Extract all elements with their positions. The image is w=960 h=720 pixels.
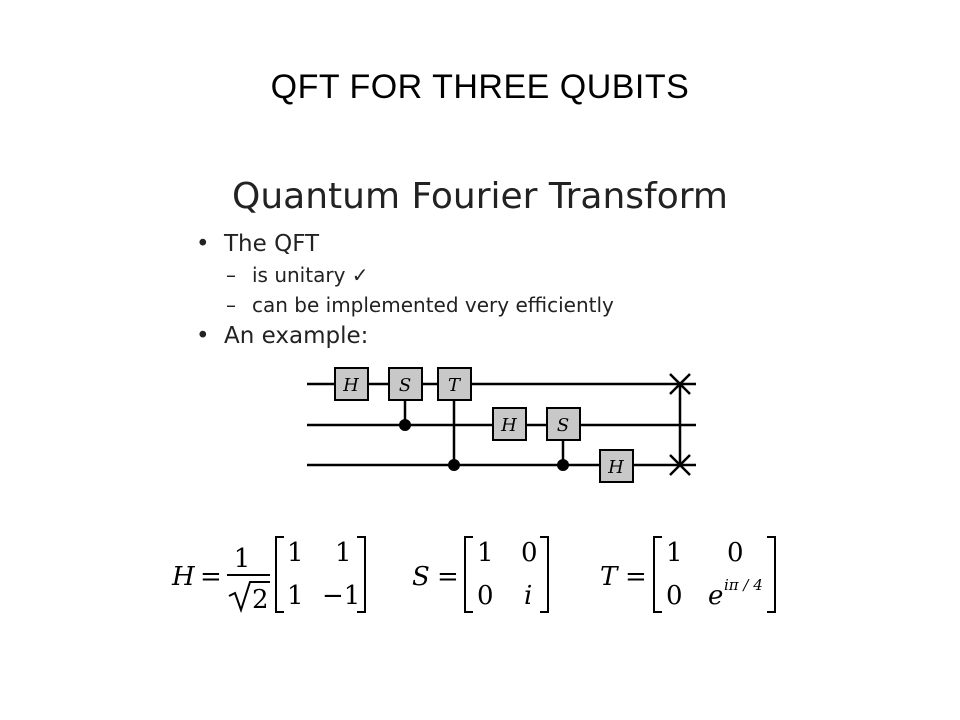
- bullet-text: An example:: [224, 323, 369, 349]
- sub-bullet-item: – is unitary ✓: [196, 260, 614, 290]
- s-cell: i: [524, 581, 532, 611]
- content-heading: Quantum Fourier Transform: [231, 176, 728, 217]
- gate-label: H: [500, 415, 517, 436]
- h-cell: 1: [287, 538, 304, 568]
- t-cell: e: [708, 581, 723, 611]
- control-dot: [399, 419, 411, 431]
- t-cell: 0: [727, 538, 744, 568]
- h-frac-denominator: 2: [252, 585, 269, 615]
- sqrt-symbol-icon: [228, 581, 270, 614]
- dash-icon: –: [226, 293, 236, 317]
- h-frac-numerator: 1: [234, 544, 251, 574]
- t-equals: =: [625, 562, 647, 592]
- gate-label: T: [448, 375, 462, 396]
- gate-label: S: [557, 415, 569, 436]
- t-matrix-label: T: [600, 562, 619, 592]
- gate-s2: [546, 407, 581, 441]
- gate-h3: [599, 449, 634, 483]
- h-bracket-left: [275, 536, 284, 613]
- h-cell: 1: [287, 581, 304, 611]
- s-matrix-label: S: [412, 562, 430, 592]
- t-exponent: iπ / 4: [724, 576, 763, 594]
- control-dot: [448, 459, 460, 471]
- sub-bullet-item: – can be implemented very efficiently: [196, 290, 614, 320]
- control-dot: [557, 459, 569, 471]
- sub-bullet-text: can be implemented very efficiently: [252, 293, 614, 317]
- t-bracket-right: [767, 536, 776, 613]
- bullet-dot-icon: •: [196, 323, 210, 349]
- s-cell: 0: [521, 538, 538, 568]
- bullet-list: • The QFT – is unitary ✓ – can be implem…: [196, 228, 614, 352]
- gate-t1: [437, 367, 472, 401]
- slide-title: QFT FOR THREE QUBITS: [270, 68, 690, 106]
- t-bracket-left: [653, 536, 662, 613]
- gate-s1: [388, 367, 423, 401]
- s-equals: =: [437, 562, 459, 592]
- h-equals: =: [200, 562, 222, 592]
- dash-icon: –: [226, 263, 236, 287]
- h-cell: 1: [335, 538, 352, 568]
- bullet-item: • The QFT: [196, 228, 614, 260]
- swap-cross: [669, 454, 691, 476]
- h-cell: −1: [322, 581, 360, 611]
- gate-label: S: [399, 375, 411, 396]
- gate-h2: [492, 407, 527, 441]
- gate-h1: [334, 367, 369, 401]
- gate-label: H: [342, 375, 359, 396]
- bullet-item: • An example:: [196, 320, 614, 352]
- bullet-dot-icon: •: [196, 231, 210, 257]
- s-cell: 0: [477, 581, 494, 611]
- h-matrix-label: H: [171, 562, 196, 592]
- sub-bullet-text: is unitary ✓: [252, 263, 369, 287]
- h-bracket-right: [357, 536, 366, 613]
- s-bracket-right: [540, 536, 549, 613]
- s-bracket-left: [464, 536, 473, 613]
- t-cell: 1: [666, 538, 683, 568]
- swap-cross: [669, 373, 691, 395]
- s-cell: 1: [477, 538, 494, 568]
- gate-label: H: [607, 457, 624, 478]
- bullet-text: The QFT: [224, 231, 320, 257]
- t-cell: 0: [666, 581, 683, 611]
